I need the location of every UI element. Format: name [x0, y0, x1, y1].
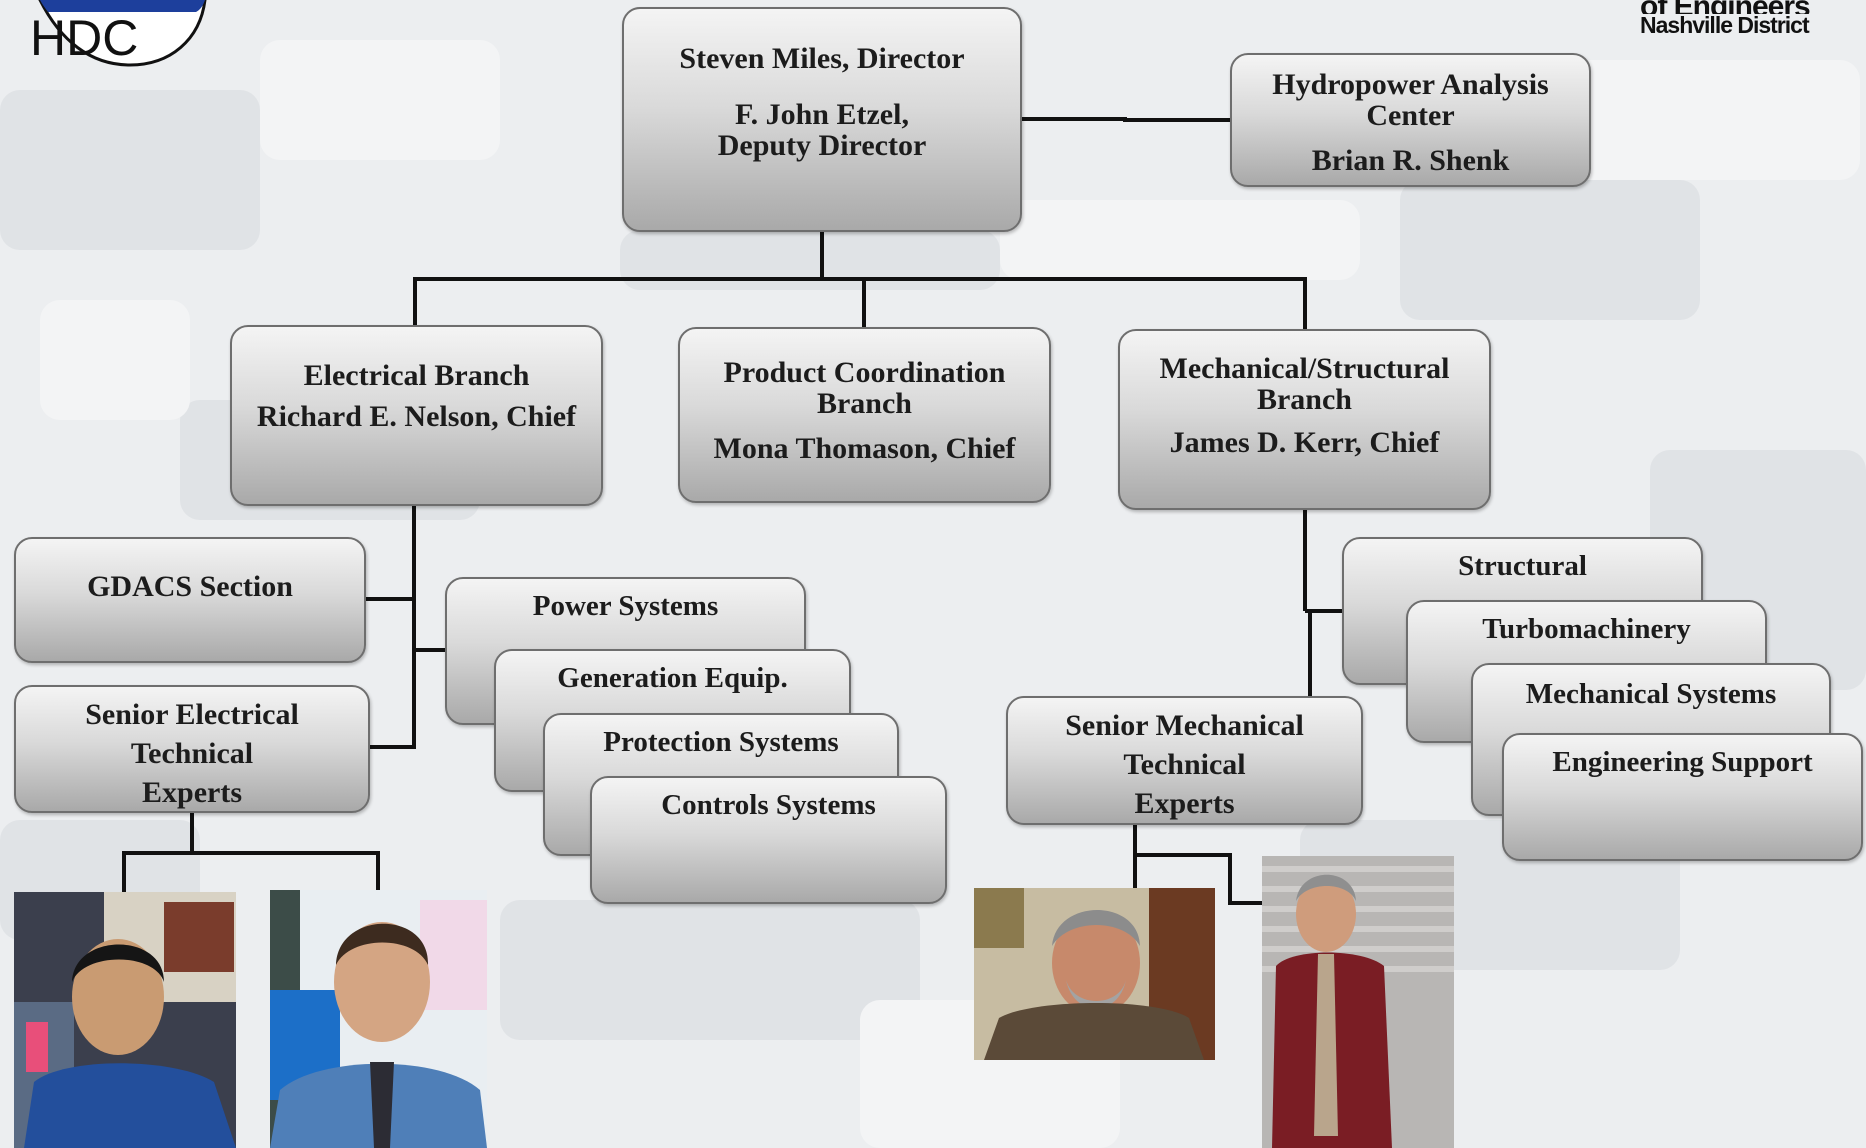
director-box: Steven Miles, Director F. John Etzel, De… [622, 7, 1022, 232]
product-branch-title-line1: Product Coordination [723, 356, 1006, 389]
electrical-branch-title: Electrical Branch [303, 359, 530, 392]
controls-systems-box: Controls Systems [590, 776, 947, 904]
senior-electrical-experts-box: Senior Electrical Technical Experts [14, 685, 370, 813]
structural-label: Structural [1458, 550, 1587, 582]
engineering-support-label: Engineering Support [1552, 746, 1813, 778]
hdc-logo: HDC [20, 0, 210, 72]
senior-mechanical-experts-box: Senior Mechanical Technical Experts [1006, 696, 1363, 825]
senior-mechanical-line1: Senior Mechanical [1065, 709, 1304, 742]
hydropower-analysis-center-box: Hydropower Analysis Center Brian R. Shen… [1230, 53, 1591, 187]
hydropower-title-line1: Hydropower Analysis [1272, 68, 1549, 101]
hydropower-title-line2: Center [1366, 99, 1455, 132]
electrical-branch-box: Electrical Branch Richard E. Nelson, Chi… [230, 325, 603, 506]
hdc-logo-text: HDC [30, 10, 138, 66]
gdacs-section-label: GDACS Section [87, 570, 293, 603]
corps-of-engineers-logo: of Engineers Nashville District [1640, 0, 1810, 38]
senior-electrical-line1: Senior Electrical [85, 698, 299, 731]
senior-electrical-line3: Experts [142, 776, 242, 809]
product-coordination-branch-box: Product Coordination Branch Mona Thomaso… [678, 327, 1051, 503]
deputy-director-name: F. John Etzel, [735, 98, 909, 131]
mechanical-branch-chief: James D. Kerr, Chief [1169, 426, 1440, 459]
mechanical-structural-branch-box: Mechanical/Structural Branch James D. Ke… [1118, 329, 1491, 510]
mechanical-systems-label: Mechanical Systems [1525, 678, 1777, 710]
senior-electrical-line2: Technical [130, 737, 254, 770]
person-photo [14, 892, 236, 1148]
person-photo-icon [1262, 856, 1454, 1148]
gdacs-section-box: GDACS Section [14, 537, 366, 663]
senior-mechanical-line3: Experts [1134, 787, 1235, 820]
hydropower-chief: Brian R. Shenk [1311, 144, 1510, 177]
mechanical-branch-title-line1: Mechanical/Structural [1159, 352, 1450, 385]
director-name: Steven Miles, Director [679, 42, 965, 75]
electrical-branch-chief: Richard E. Nelson, Chief [256, 400, 577, 433]
person-photo [1262, 856, 1454, 1148]
engineering-support-box: Engineering Support [1502, 733, 1863, 861]
person-photo-icon [270, 890, 487, 1148]
product-branch-chief: Mona Thomason, Chief [713, 432, 1016, 465]
mechanical-branch-title-line2: Branch [1256, 383, 1352, 416]
controls-systems-label: Controls Systems [661, 789, 876, 821]
power-systems-label: Power Systems [532, 590, 719, 622]
product-branch-title-line2: Branch [816, 387, 912, 420]
corps-logo-line2: Nashville District [1640, 12, 1810, 38]
protection-systems-label: Protection Systems [603, 726, 839, 758]
person-photo [270, 890, 487, 1148]
hdc-globe-logo-icon: HDC [30, 0, 207, 67]
senior-mechanical-line2: Technical [1123, 748, 1246, 781]
turbomachinery-label: Turbomachinery [1482, 613, 1691, 645]
person-photo [974, 888, 1215, 1060]
person-photo-icon [14, 892, 236, 1148]
deputy-director-title: Deputy Director [717, 129, 927, 162]
person-photo-icon [974, 888, 1215, 1060]
corps-logo-line1: of Engineers [1640, 0, 1810, 14]
generation-equip-label: Generation Equip. [557, 662, 788, 694]
